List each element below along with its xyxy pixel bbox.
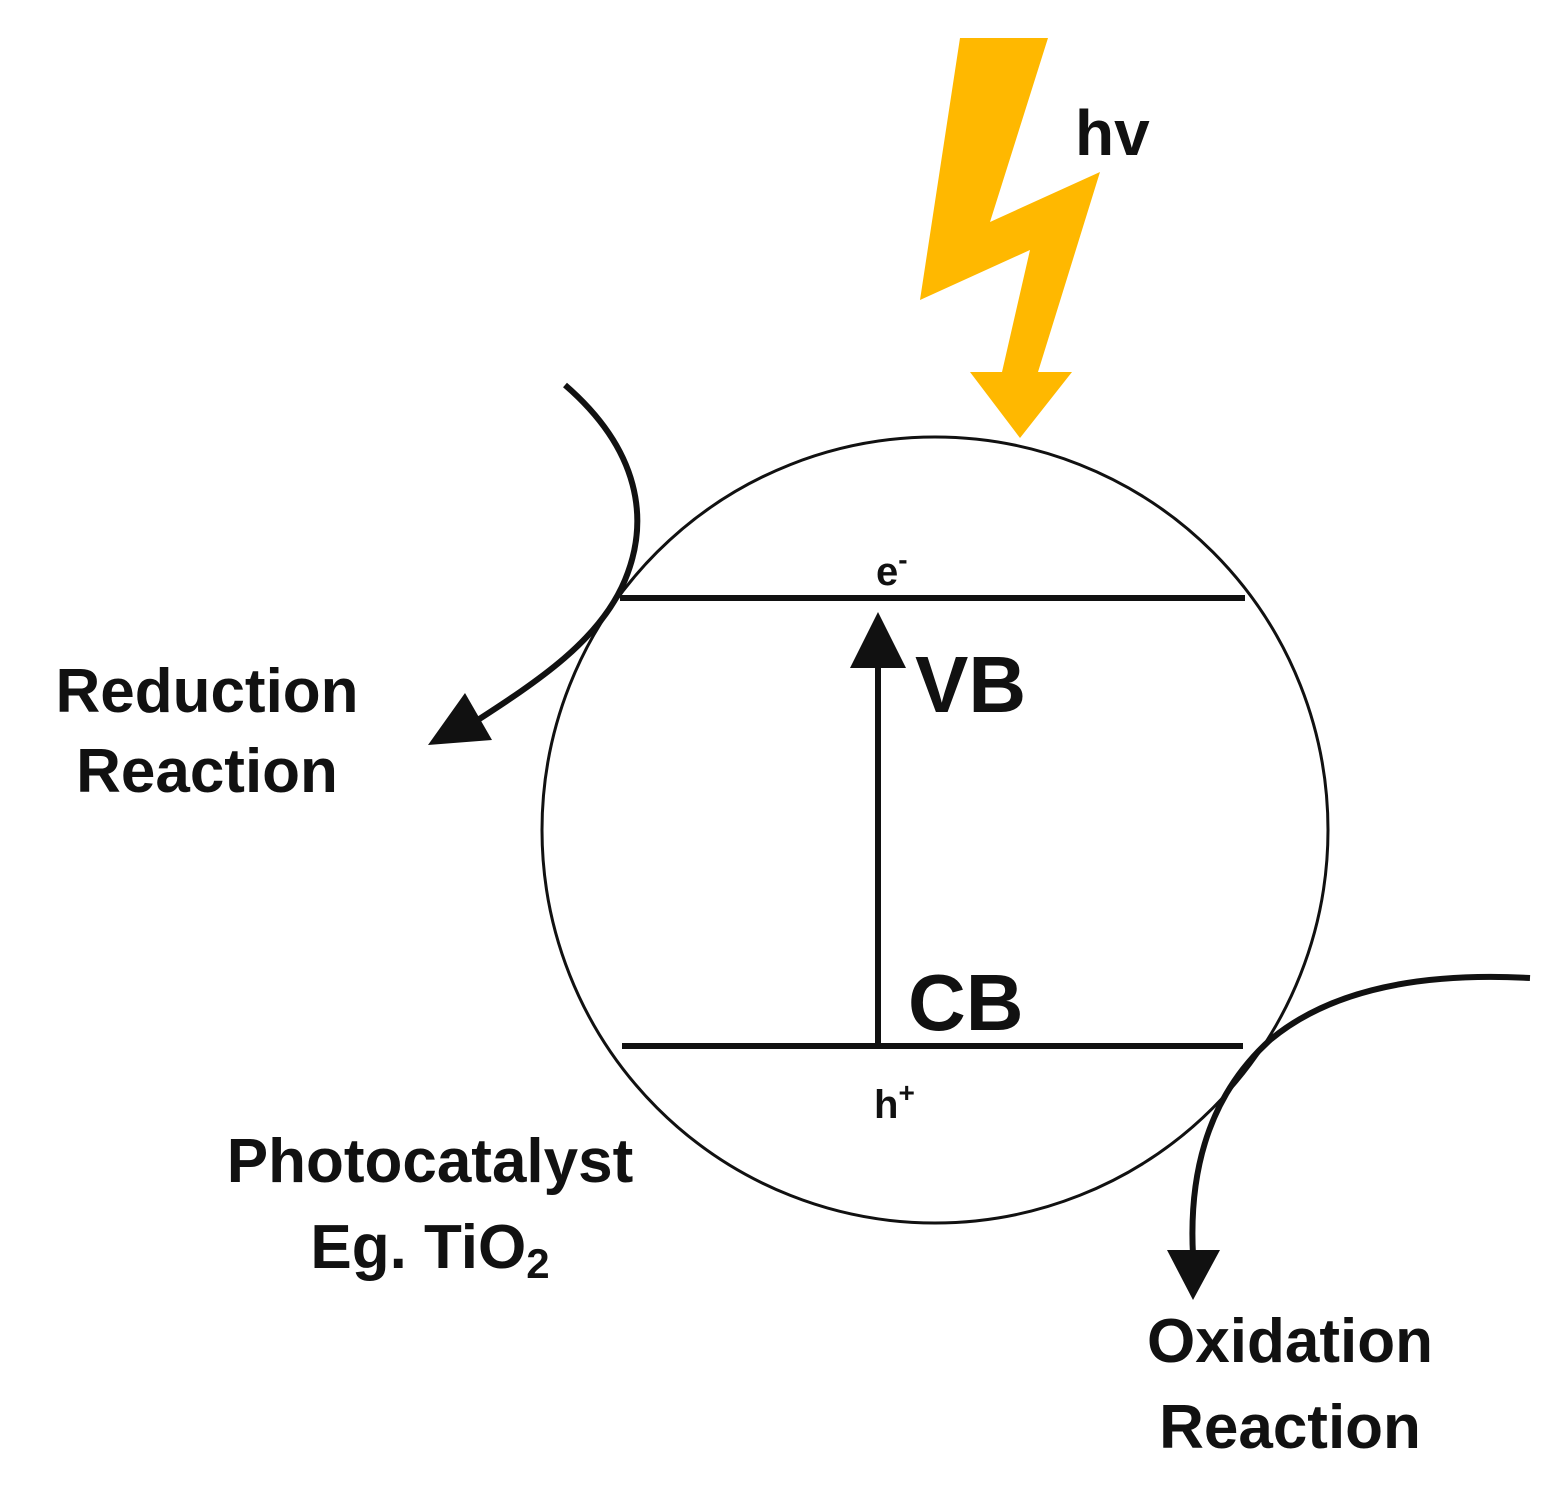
lightning-bolt-icon (920, 38, 1100, 438)
electron-label: e- (876, 544, 908, 594)
excitation-arrow-head-icon (850, 612, 906, 668)
photocatalyst-label-line1: Photocatalyst (227, 1127, 634, 1196)
upper-band-label: VB (915, 640, 1026, 729)
photocatalyst-label-line2: Eg. TiO2 (310, 1213, 549, 1287)
oxidation-label-line2: Reaction (1159, 1393, 1421, 1462)
reduction-label-line2: Reaction (76, 737, 338, 806)
reduction-arrow-curve (468, 382, 641, 728)
oxidation-label-line1: Oxidation (1147, 1307, 1433, 1376)
lower-band-label: CB (908, 958, 1024, 1047)
photocatalyst-particle (540, 435, 1330, 1225)
reduction-arrow-head-icon (428, 693, 492, 745)
reduction-label-line1: Reduction (55, 657, 358, 726)
hole-label: h+ (874, 1077, 915, 1127)
oxidation-arrow-head-icon (1167, 1250, 1220, 1300)
light-label: hv (1075, 97, 1150, 169)
oxidation-arrow-curve (1189, 973, 1531, 1256)
